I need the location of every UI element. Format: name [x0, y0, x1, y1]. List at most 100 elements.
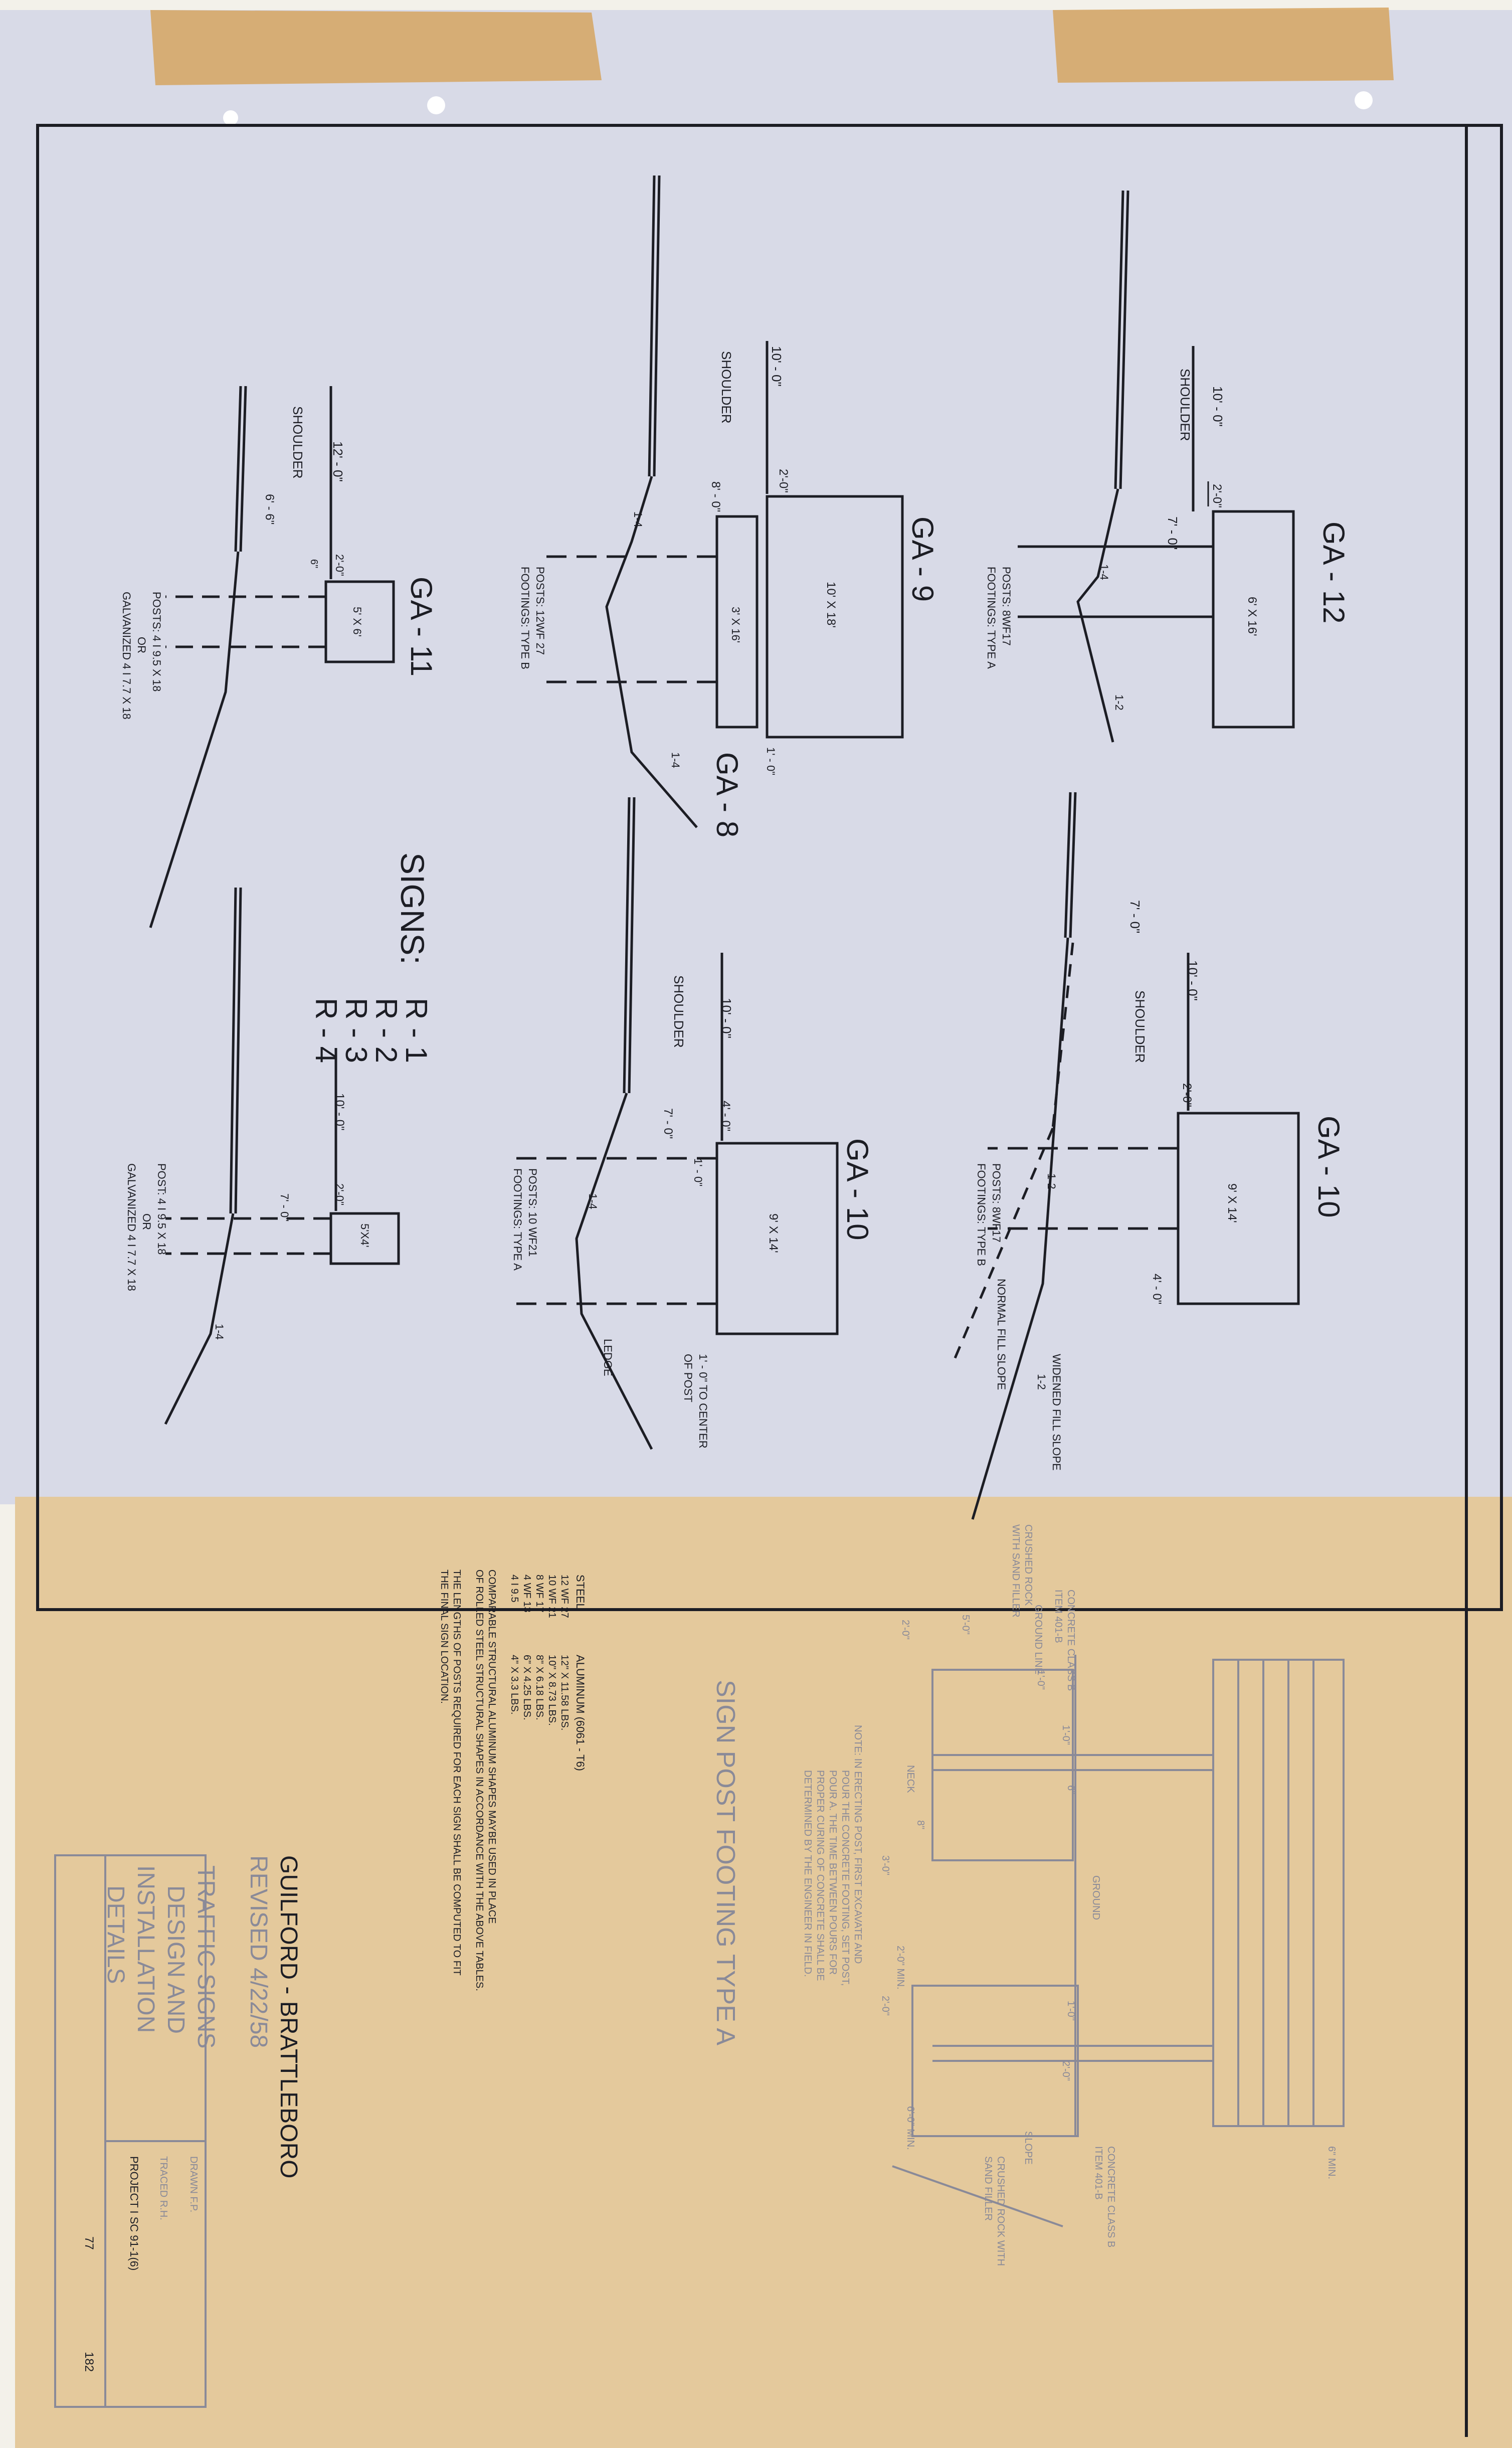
ga10-mid-center2: OF POST — [682, 1354, 694, 1403]
sign-r2: R - 2 — [369, 998, 403, 1063]
footing-crushed-b: CRUSHED ROCK WITH — [995, 2156, 1006, 2266]
ga10-top-widened: WIDENED FILL SLOPE — [1050, 1354, 1063, 1471]
traced-by: TRACED R.H. — [158, 2156, 169, 2220]
alum-head: ALUMINUM (6061 - T6) — [574, 1655, 587, 1771]
steel-row: 4 WF 13 — [521, 1575, 532, 1613]
footing-neck: NECK — [905, 1765, 916, 1793]
project-name: GUILFORD - BRATTLEBORO — [275, 1855, 302, 2179]
note-line: PROPER CURING OF CONCRETE SHALL BE — [815, 1770, 826, 1981]
footing-slope: SLOPE — [1023, 2131, 1034, 2165]
footing-concrete-b2: ITEM 401-B — [1093, 2146, 1104, 2200]
footing-dim: 2'-0" MIN. — [895, 1946, 906, 1990]
ga11-posts2: OR — [135, 637, 148, 653]
sheet-total: 182 — [82, 2352, 96, 2372]
ga9-footings: FOOTINGS: TYPE B — [519, 567, 531, 669]
signs-offset: 2'-0" — [333, 1183, 346, 1205]
ga9-title: GA - 9 — [906, 516, 939, 602]
steel-head: STEEL — [574, 1575, 587, 1610]
steel-table: STEEL ALUMINUM (6061 - T6) 12 WF 27 12" … — [439, 1569, 587, 1991]
sheet-border — [36, 124, 1503, 1611]
note-line: NOTE: IN ERECTING POST, FIRST EXCAVATE A… — [852, 1725, 863, 1964]
table-note: THE FINAL SIGN LOCATION. — [439, 1569, 450, 1704]
ga10-mid-offset3: 1' - 0" — [692, 1158, 704, 1186]
ga10-mid-offset2: 7' - 0" — [661, 1108, 675, 1139]
signs-shoulder-dim: 10' - 0" — [333, 1093, 346, 1130]
alum-row: 12" X 11.58 LBS. — [559, 1655, 570, 1730]
ga9-shoulder-label: SHOULDER — [719, 351, 734, 423]
table-note: COMPARABLE STRUCTURAL ALUMINUM SHAPES MA… — [486, 1569, 497, 1924]
ga10-mid-shoulder-label: SHOULDER — [671, 975, 686, 1047]
blueprint-area — [0, 10, 1512, 1504]
sheet-number: 77 — [82, 2236, 96, 2250]
sign-r1: R - 1 — [400, 998, 433, 1063]
signs-sign: 5'X4' — [358, 1223, 371, 1248]
ga10-top-sign: 9' X 14' — [1225, 1183, 1239, 1223]
signs-slope: 1-4 — [213, 1324, 226, 1340]
signs-post3: GALVANIZED 4 I 7.7 X 18 — [125, 1163, 138, 1291]
footing-dim: 6'-0" MIN. — [905, 2106, 916, 2150]
signs-label: SIGNS: — [394, 852, 431, 965]
ga12-footings: FOOTINGS: TYPE A — [985, 567, 998, 669]
footing-concrete-a: CONCRETE CLASS B — [1065, 1590, 1076, 1691]
tape-left — [150, 10, 602, 85]
pin-hole — [223, 110, 238, 125]
ga10-top-offset: 2'-0" — [1180, 1083, 1194, 1107]
ga10-top-title: GA - 10 — [1312, 1116, 1346, 1217]
ga10-mid-slope: 1-4 — [587, 1193, 599, 1209]
note-line: POUR A. THE TIME BETWEEN POURS FOR — [827, 1770, 838, 1975]
table-note: OF ROLLED STEEL STRUCTURAL SHAPES IN ACC… — [474, 1569, 485, 1991]
steel-row: 12 WF 27 — [559, 1575, 570, 1618]
ga9-dim: 1' - 0" — [765, 747, 777, 775]
ga10-top-shoulder-dim: 10' - 0" — [1185, 960, 1200, 1001]
ga9-sign-large: 10' X 18' — [824, 582, 838, 628]
section-ga10-mid — [511, 797, 839, 1450]
sign-r3: R - 3 — [339, 998, 373, 1063]
ga11-offset3: 6" — [308, 559, 319, 568]
footing-concrete-a2: ITEM 401-B — [1053, 1590, 1064, 1643]
note-line: DETERMINED BY THE ENGINEER IN FIELD. — [802, 1770, 813, 1977]
ga11-title: GA - 11 — [405, 577, 438, 676]
ga11-sign: 5' X 6' — [351, 607, 363, 637]
footing-dim: 1'-0" — [1035, 1670, 1046, 1690]
ga9-sign-small: 3' X 16' — [729, 607, 742, 643]
ga11-posts3: GALVANIZED 4 I 7.7 X 18 — [120, 592, 133, 720]
footing-ground: GROUND LINE — [1033, 1605, 1044, 1674]
ga10-mid-posts: POSTS: 10 WF21 — [526, 1168, 539, 1257]
ga10-top-slope: 1-2 — [1045, 1173, 1058, 1189]
signs-post1: POST: 4 I 9.5 X 18 — [155, 1163, 168, 1255]
footing-crushed2: WITH SAND FILLER — [1010, 1524, 1021, 1618]
section-ga11 — [149, 386, 395, 928]
footing-dim: 2'-0" — [1060, 2061, 1071, 2081]
footing-dim: 5'-0" — [960, 1615, 971, 1635]
ga10-top-normal: NORMAL FILL SLOPE — [995, 1279, 1008, 1390]
section-ga12 — [1018, 190, 1295, 743]
note-line: POUR THE CONCRETE FOOTING, SET POST, — [840, 1770, 851, 1986]
alum-row: 4" X 3.3 LBS. — [509, 1655, 520, 1714]
section-ga10-top — [951, 792, 1300, 1520]
footing-dim: 2'-0" — [900, 1620, 911, 1640]
footing-dim: 1'-0" — [1060, 1725, 1071, 1745]
drawn-by: DRAWN F.P. — [188, 2156, 199, 2212]
drawing-title-2: DESIGN AND — [162, 1885, 189, 2034]
ga9-shoulder-dim: 10' - 0" — [769, 346, 784, 387]
ga9-posts: POSTS: 12WF 27 — [534, 567, 546, 655]
section-ga9 — [541, 175, 904, 828]
alum-row: 10" X 8.73 LBS. — [546, 1655, 557, 1726]
ga9-slope2: 1-4 — [669, 752, 682, 768]
ga9-slope1: 1-4 — [632, 511, 644, 528]
ga10-top-posts: POSTS: 8WF17 — [990, 1163, 1003, 1243]
footing-ground2: GROUND — [1090, 1875, 1101, 1920]
footing-dims: 5'-0" 1'-0" 1'-0" 6" 2'-0" 8" 1'-0" 2'-0… — [880, 1615, 1337, 2179]
steel-row: 10 WF 21 — [546, 1575, 557, 1618]
ga10-mid-offset: 4' - 0" — [719, 1101, 732, 1131]
ga8-title: GA - 8 — [710, 752, 744, 837]
ga11-offset2: 6' - 6" — [263, 494, 276, 524]
footing-title: SIGN POST FOOTING TYPE A — [711, 1680, 740, 2045]
ga10-top-shoulder-label: SHOULDER — [1132, 990, 1148, 1063]
ga9-offset: 2'-0" — [777, 469, 790, 493]
footing-note: NOTE: IN ERECTING POST, FIRST EXCAVATE A… — [802, 1725, 863, 1986]
tape-right — [1053, 8, 1394, 83]
section-signs — [164, 887, 400, 1425]
footing-dim: 2'-0" — [880, 1996, 891, 2016]
